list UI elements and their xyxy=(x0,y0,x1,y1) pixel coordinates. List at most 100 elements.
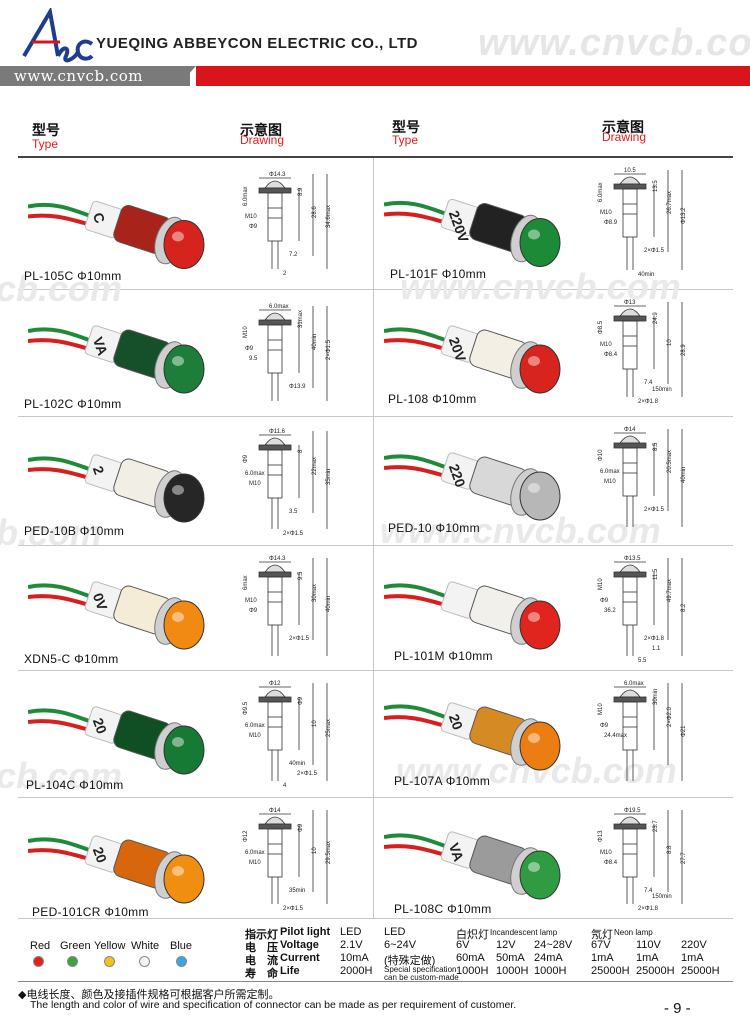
dimension-label: Φ9 xyxy=(245,346,254,352)
dimension-label: 6.0max xyxy=(245,471,265,477)
dimension-label: 2×Φ1.8 xyxy=(638,399,659,405)
drawing-group xyxy=(613,558,683,656)
drawing-body xyxy=(267,324,283,374)
dimension-label: 6.0max xyxy=(600,469,620,475)
wire-sleeve-label: 20 xyxy=(446,712,466,732)
spec-label-cn-current: 电 流 xyxy=(245,955,278,967)
neon-voltage-0: 67V xyxy=(591,939,611,951)
wire-sleeve-label: VA xyxy=(90,335,111,358)
lens-highlight xyxy=(172,356,184,366)
dimension-label: 7.2 xyxy=(289,252,298,258)
dimension-label: 25max xyxy=(326,719,332,737)
dimension-label: Φ13.5 xyxy=(624,556,641,562)
dimension-label: M10 xyxy=(600,210,612,216)
color-label-yellow: Yellow xyxy=(94,940,126,952)
neon-voltage-2: 220V xyxy=(681,939,707,951)
dimension-label: Φ10 xyxy=(598,449,604,461)
dimension-label: 6.0max xyxy=(245,850,265,856)
neon-life-0: 25000H xyxy=(591,965,630,977)
header-watermark: www.cnvcb.com xyxy=(478,22,750,64)
drawing-group xyxy=(258,683,328,781)
drawing-flange xyxy=(258,187,292,194)
drawing-flange xyxy=(613,696,647,703)
dimension-label: 2 xyxy=(283,271,287,277)
product-photo: 20 xyxy=(384,702,561,771)
dimension-label: 10 xyxy=(667,339,673,346)
product-model: PL-108 Φ10mm xyxy=(388,392,477,406)
led2-current: (特殊定做) xyxy=(384,955,436,967)
dimension-label: 23.7 xyxy=(653,820,659,832)
lens-highlight xyxy=(172,737,184,747)
inc-voltage-1: 12V xyxy=(496,939,516,951)
dimension-label: 30max xyxy=(312,584,318,602)
color-dot-yellow xyxy=(104,956,115,967)
drawing-body xyxy=(622,576,638,626)
row-divider-4 xyxy=(18,670,733,671)
dimension-label: 2×Φ1.5 xyxy=(283,531,304,537)
product-model: PL-108C Φ10mm xyxy=(394,902,492,916)
neon-header-cn: 氖灯 xyxy=(591,929,613,941)
col-type-cn-right: 型号 xyxy=(392,119,420,135)
inc-voltage-0: 6V xyxy=(456,939,470,951)
wire-sleeve-label: VA xyxy=(446,841,467,864)
drawing-body xyxy=(267,576,283,626)
spec-label-en-current: Current xyxy=(280,952,320,964)
watermark-row1-left: cb.com xyxy=(0,268,123,309)
drawing-lens xyxy=(619,564,641,573)
dimension-label: 3.5 xyxy=(289,509,298,515)
dimension-label: Φ8.9 xyxy=(604,220,618,226)
dimension-label: M10 xyxy=(249,860,261,866)
lens-highlight xyxy=(172,866,184,876)
led2-header: LED xyxy=(384,926,406,938)
product-photo: 2 xyxy=(28,454,205,523)
company-name: YUEQING ABBEYCON ELECTRIC CO., LTD xyxy=(96,35,419,52)
dimension-label: Φ9 xyxy=(600,723,609,729)
watermark-row1-right: www.cnvcb.com xyxy=(400,266,681,307)
dimension-label: Φ9 xyxy=(249,608,258,614)
dimension-label: 22max xyxy=(312,457,318,475)
drawing-body xyxy=(622,320,638,370)
dimension-label: Φ13 xyxy=(598,830,604,842)
dimension-label: 7.4 xyxy=(644,380,653,386)
page-number: - 9 - xyxy=(664,1000,691,1017)
lamp-lens xyxy=(163,473,205,523)
product-model: XDN5-C Φ10mm xyxy=(24,652,119,666)
drawing-body xyxy=(622,701,638,751)
dimension-label: Φ13 xyxy=(624,300,636,306)
drawing-lens xyxy=(619,816,641,825)
dimension-label: 4 xyxy=(283,783,287,789)
drawing-body xyxy=(622,447,638,497)
website-link[interactable]: www.cnvcb.com xyxy=(14,67,143,85)
product-photo: 220V xyxy=(384,198,561,267)
dimension-label: Φ14 xyxy=(269,808,281,814)
dimension-label: 7.4 xyxy=(644,888,653,894)
footer-divider xyxy=(18,981,733,982)
drawing-flange xyxy=(613,442,647,449)
drawing-lens xyxy=(619,176,641,185)
dimension-label: Φ8.5 xyxy=(598,320,604,334)
drawing-group xyxy=(613,429,683,527)
dimension-label: 2×Φ2.0 xyxy=(667,706,673,727)
dimension-label: 35min xyxy=(326,469,332,485)
drawing-group xyxy=(613,302,683,397)
lens-highlight xyxy=(172,231,184,242)
inc-current-2: 24mA xyxy=(534,952,563,964)
dimension-label: 36.2 xyxy=(604,608,616,614)
neon-current-2: 1mA xyxy=(681,952,704,964)
dimension-label: Φ9 xyxy=(298,823,304,832)
dimension-label: Φ12 xyxy=(269,681,281,687)
col-drawing-cn-right: 示意图 xyxy=(602,119,644,135)
note-chinese: ◆电线长度、颜色及接插件规格可根据客户所需定制。 xyxy=(18,989,280,1001)
product-photo xyxy=(384,581,561,650)
dimension-label: Φ8.4 xyxy=(604,860,618,866)
product-model: PL-102C Φ10mm xyxy=(24,397,122,411)
led1-voltage: 2.1V xyxy=(340,939,363,951)
